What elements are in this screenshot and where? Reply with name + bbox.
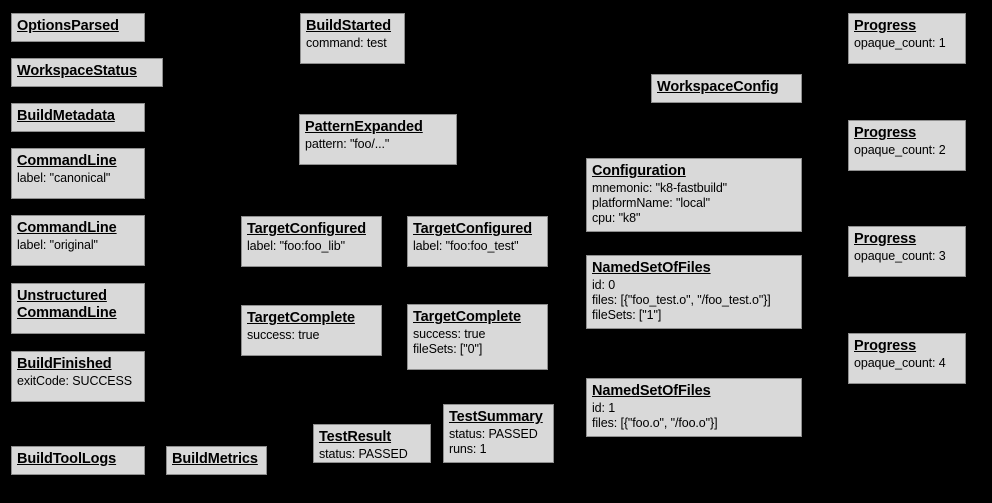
node-progress-2[interactable]: Progress opaque_count: 2 <box>848 120 966 171</box>
node-target-configured-foo-test[interactable]: TargetConfigured label: "foo:foo_test" <box>407 216 548 267</box>
node-field: cpu: "k8" <box>592 211 641 225</box>
node-title: Progress <box>854 231 917 247</box>
node-test-result[interactable]: TestResult status: PASSED <box>313 424 431 463</box>
node-field: fileSets: ["0"] <box>413 342 483 357</box>
node-field: command: test <box>306 36 387 51</box>
node-field: files: [{"foo_test.o", "/foo_test.o"}] <box>592 293 771 308</box>
node-title: TargetComplete <box>413 309 521 325</box>
node-title: PatternExpanded <box>305 119 423 135</box>
node-field: exitCode: SUCCESS <box>17 374 133 389</box>
node-title: CommandLine <box>17 220 117 236</box>
node-title: BuildFinished <box>17 356 112 372</box>
node-title: TargetConfigured <box>247 221 366 237</box>
node-title: BuildMetadata <box>17 108 115 124</box>
node-field: platformName: "local" <box>592 196 710 211</box>
node-field: mnemonic: "k8-fastbuild" <box>592 181 728 196</box>
node-progress-4[interactable]: Progress opaque_count: 4 <box>848 333 966 384</box>
node-title: WorkspaceConfig <box>657 79 779 95</box>
node-field: label: "canonical" <box>17 171 111 186</box>
node-field: label: "original" <box>17 238 98 253</box>
node-field: runs: 1 <box>449 442 487 457</box>
node-workspace-config[interactable]: WorkspaceConfig <box>651 74 802 103</box>
node-target-configured-foo-lib[interactable]: TargetConfigured label: "foo:foo_lib" <box>241 216 382 267</box>
node-title: Progress <box>854 125 917 141</box>
node-title: Unstructured CommandLine <box>17 288 117 321</box>
node-field: opaque_count: 2 <box>854 143 946 158</box>
node-title: WorkspaceStatus <box>17 63 137 79</box>
node-field: opaque_count: 1 <box>854 36 946 51</box>
node-title: NamedSetOfFiles <box>592 383 711 399</box>
node-title: Progress <box>854 18 917 34</box>
node-field: status: PASSED <box>319 447 408 462</box>
node-field: opaque_count: 4 <box>854 356 946 371</box>
node-build-metadata[interactable]: BuildMetadata <box>11 103 145 132</box>
node-title: CommandLine <box>17 153 117 169</box>
node-field: files: [{"foo.o", "/foo.o"}] <box>592 416 718 431</box>
node-title: BuildMetrics <box>172 451 258 467</box>
node-title: TestSummary <box>449 409 543 425</box>
node-field: success: true <box>247 328 320 343</box>
node-workspace-status[interactable]: WorkspaceStatus <box>11 58 163 87</box>
node-command-line-canonical[interactable]: CommandLine label: "canonical" <box>11 148 145 199</box>
node-build-finished[interactable]: BuildFinished exitCode: SUCCESS <box>11 351 145 402</box>
node-progress-3[interactable]: Progress opaque_count: 3 <box>848 226 966 277</box>
node-field: fileSets: ["1"] <box>592 308 662 322</box>
node-title: BuildStarted <box>306 18 392 34</box>
node-build-started[interactable]: BuildStarted command: test <box>300 13 405 64</box>
node-title: Configuration <box>592 163 686 179</box>
node-progress-1[interactable]: Progress opaque_count: 1 <box>848 13 966 64</box>
node-title: OptionsParsed <box>17 18 119 34</box>
node-title: NamedSetOfFiles <box>592 260 711 276</box>
node-pattern-expanded[interactable]: PatternExpanded pattern: "foo/..." <box>299 114 457 165</box>
node-build-tool-logs[interactable]: BuildToolLogs <box>11 446 145 475</box>
node-field: pattern: "foo/..." <box>305 137 390 152</box>
node-field: success: true <box>413 327 486 342</box>
node-title: TestResult <box>319 429 392 445</box>
node-title: BuildToolLogs <box>17 451 117 467</box>
node-field: label: "foo:foo_test" <box>413 239 519 254</box>
node-title: Progress <box>854 338 917 354</box>
node-title: TargetConfigured <box>413 221 532 237</box>
node-field: id: 1 <box>592 401 616 416</box>
node-field: id: 0 <box>592 278 616 293</box>
node-unstructured-command-line[interactable]: Unstructured CommandLine <box>11 283 145 334</box>
node-target-complete-lib[interactable]: TargetComplete success: true <box>241 305 382 356</box>
node-title: TargetComplete <box>247 310 355 326</box>
node-options-parsed[interactable]: OptionsParsed <box>11 13 145 42</box>
node-build-metrics[interactable]: BuildMetrics <box>166 446 267 475</box>
node-field: label: "foo:foo_lib" <box>247 239 345 254</box>
node-command-line-original[interactable]: CommandLine label: "original" <box>11 215 145 266</box>
node-field: status: PASSED <box>449 427 538 442</box>
node-configuration[interactable]: Configuration mnemonic: "k8-fastbuild"pla… <box>586 158 802 232</box>
node-field: opaque_count: 3 <box>854 249 946 264</box>
